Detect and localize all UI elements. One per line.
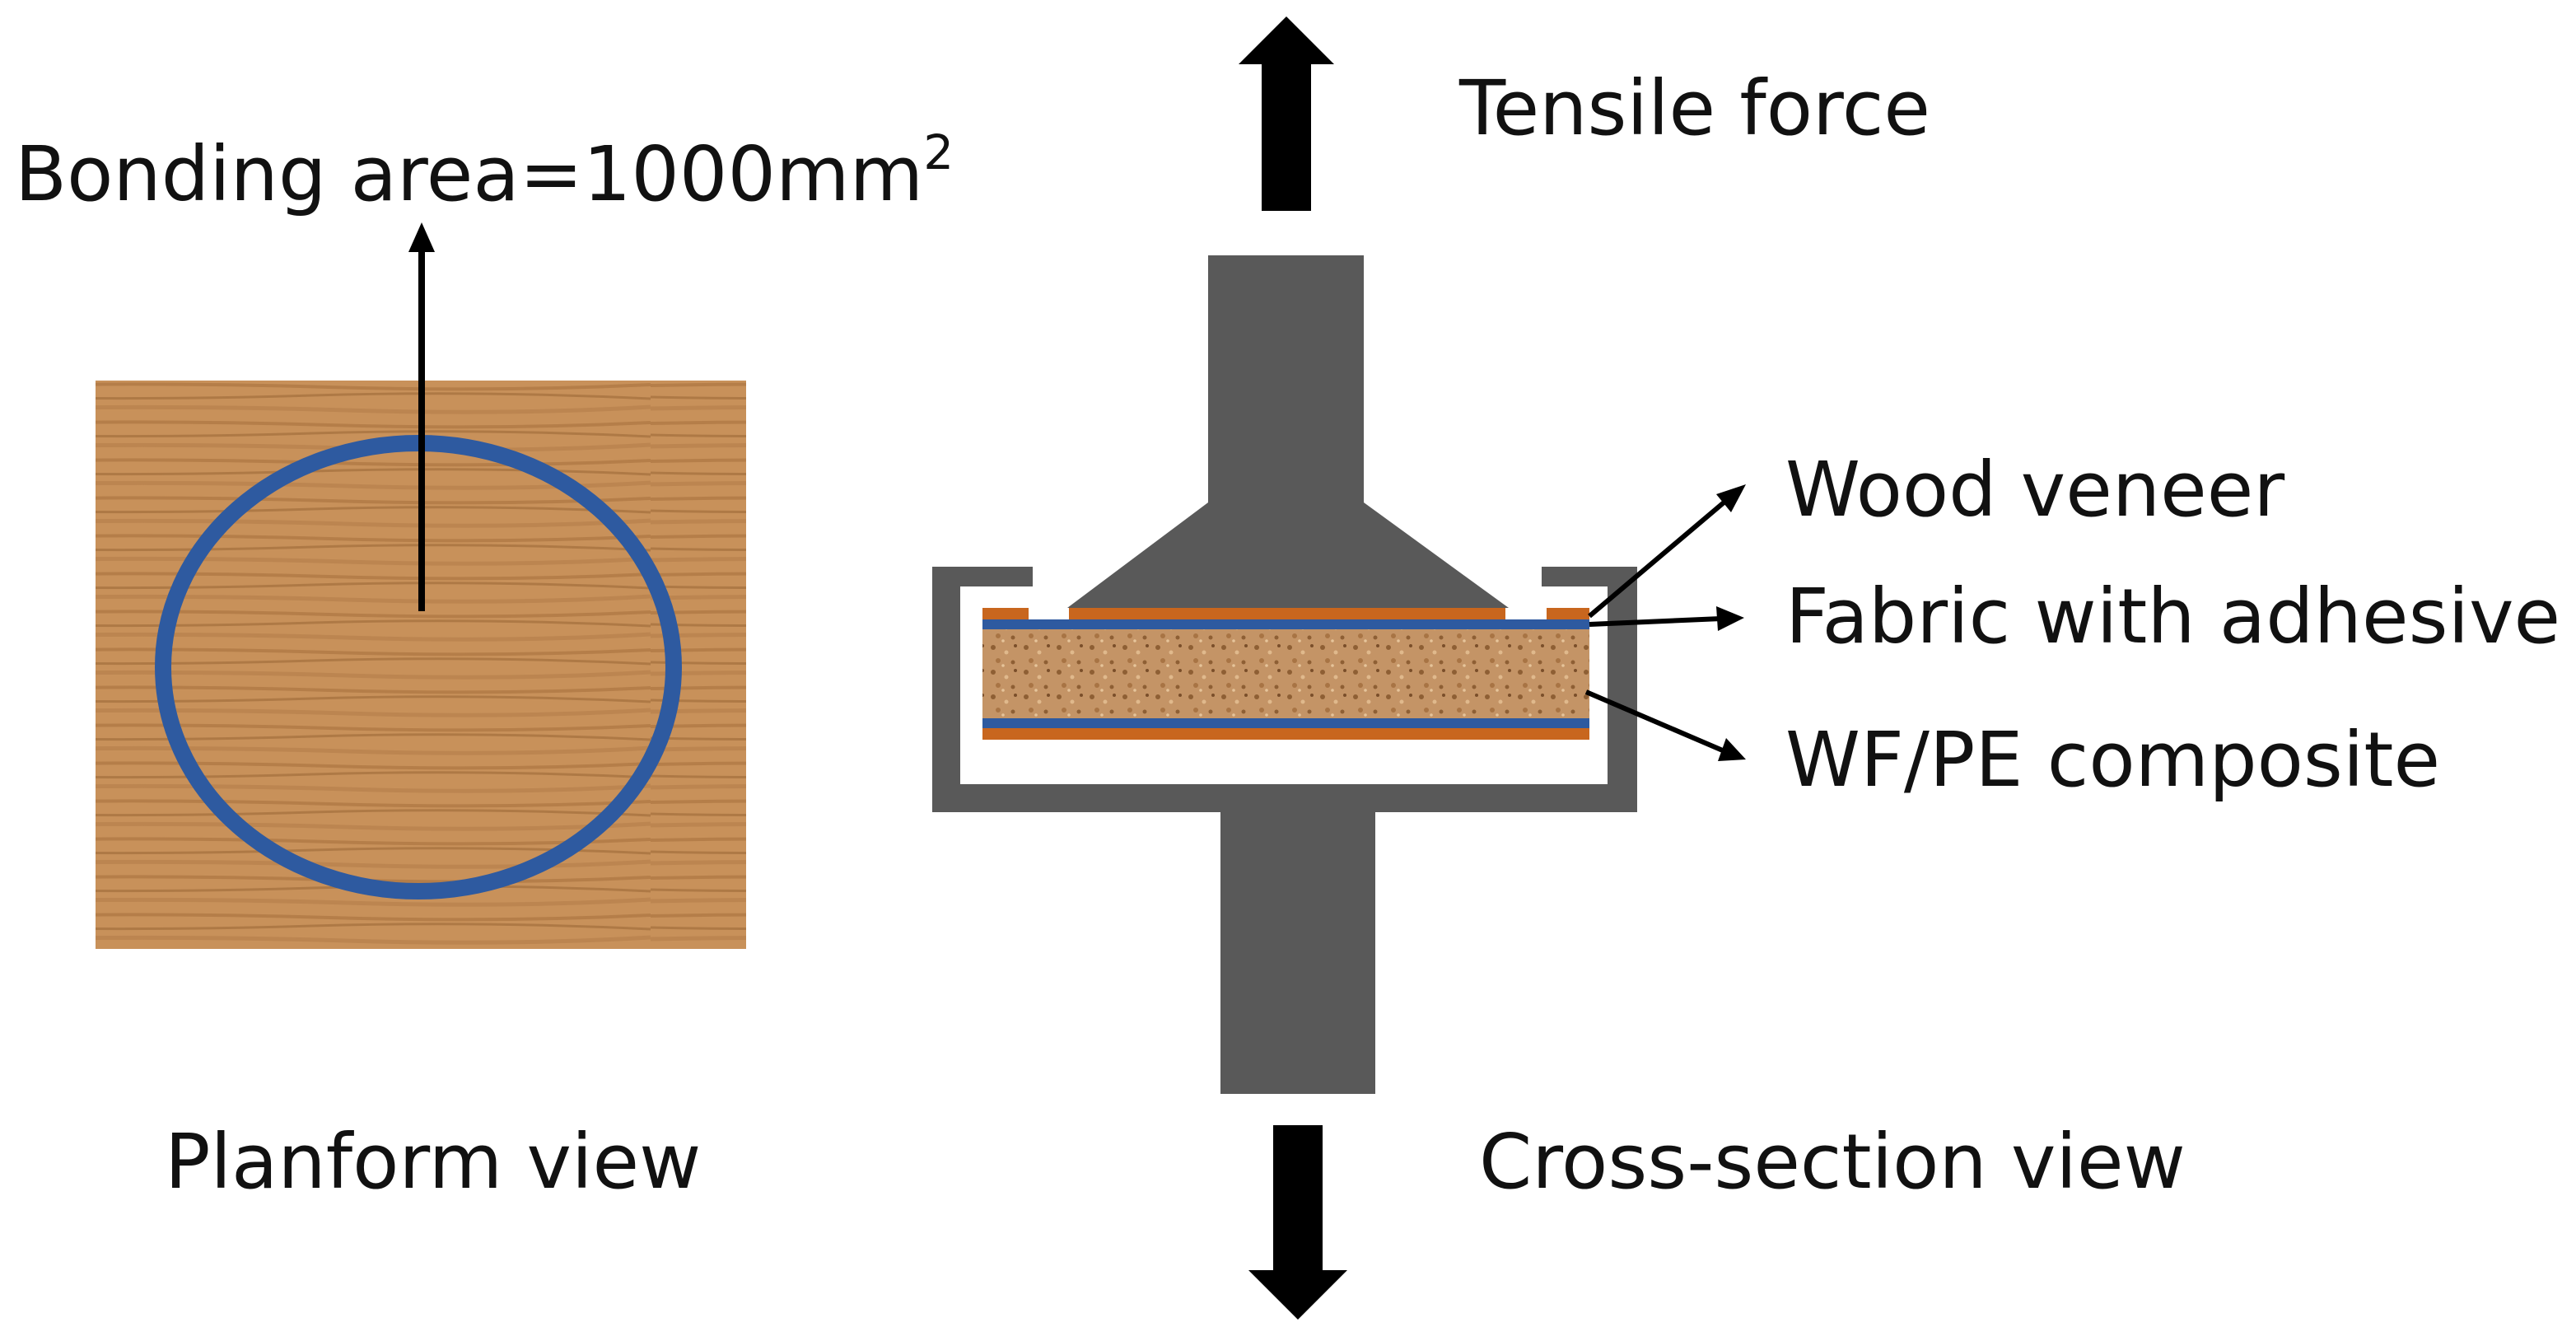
bottom-arrow-shaft (1273, 1125, 1323, 1272)
composite-leader (1584, 689, 1726, 754)
wf-pe-composite-label: WF/PE composite (1785, 716, 2440, 804)
top-fabric-layer (982, 619, 1589, 629)
top-arrow-shaft (1262, 63, 1311, 211)
planform-view: Bonding area=1000mm2 Planform view (15, 124, 954, 1206)
tensile-force-label: Tensile force (1458, 64, 1930, 152)
fabric-leader (1589, 616, 1722, 627)
specimen-layers (982, 608, 1589, 740)
wood-veneer-arrowhead (1716, 484, 1746, 512)
top-veneer-center (1069, 608, 1505, 619)
composite-core (982, 629, 1589, 718)
composite-arrowhead (1718, 738, 1746, 761)
fabric-with-adhesive-label: Fabric with adhesive (1785, 572, 2560, 661)
top-veneer-right (1547, 608, 1589, 619)
planform-view-label: Planform view (165, 1118, 701, 1206)
upper-puller (1067, 255, 1509, 608)
bonding-area-label: Bonding area=1000mm2 (15, 124, 954, 218)
lower-holder-frame (932, 567, 1637, 1094)
bonding-area-arrow-head (408, 222, 435, 252)
cross-section-view-label: Cross-section view (1479, 1118, 2186, 1206)
wood-veneer-leader (1588, 497, 1729, 619)
bottom-arrow-head (1248, 1270, 1347, 1320)
bottom-fabric-layer (982, 718, 1589, 728)
fabric-arrowhead (1716, 606, 1744, 631)
leader-lines (1584, 484, 1746, 761)
top-veneer-left (982, 608, 1029, 619)
cross-section-view: Tensile force (932, 16, 2560, 1320)
top-arrow-head (1239, 16, 1334, 64)
bottom-veneer-layer (982, 728, 1589, 740)
wood-veneer-label: Wood veneer (1785, 446, 2284, 534)
